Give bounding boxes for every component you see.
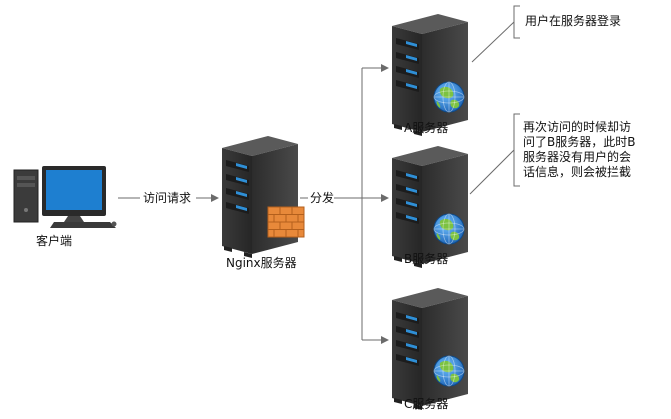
web-server-icon — [392, 14, 468, 136]
server-a-label: A服务器 — [404, 120, 448, 135]
server-a: A服务器 — [392, 14, 468, 136]
note-intercept-line-1: 再次访问的时候却访 — [523, 119, 631, 134]
client-computer: 客户端 — [13, 166, 117, 248]
server-c: C服务器 — [392, 288, 468, 411]
edge-distribute: 分发 — [300, 64, 389, 344]
server-firewall-icon — [222, 136, 305, 258]
firewall-icon — [267, 206, 305, 238]
edge-request: 访问请求 — [118, 191, 219, 205]
note-intercept-line-3: 服务器没有用户的会 — [523, 149, 631, 164]
server-c-label: C服务器 — [404, 396, 448, 411]
web-server-icon — [392, 146, 468, 268]
edge-request-label: 访问请求 — [143, 191, 191, 205]
server-b: B服务器 — [392, 146, 468, 268]
nginx-server: Nginx服务器 — [222, 136, 305, 270]
web-server-icon — [392, 288, 468, 410]
client-label: 客户端 — [36, 233, 72, 248]
note-intercept-line-2: 问了B服务器，此时B — [523, 134, 635, 149]
note-login-bracket — [513, 5, 520, 39]
nginx-label: Nginx服务器 — [226, 255, 297, 270]
note-intercept-bracket — [513, 113, 520, 187]
note-intercept: 再次访问的时候却访 问了B服务器，此时B 服务器没有用户的会 话信息，则会被拦截 — [469, 113, 635, 195]
note-login-line-1: 用户在服务器登录 — [525, 13, 621, 28]
note-intercept-connector — [469, 149, 515, 195]
desktop-computer-icon — [13, 166, 117, 228]
edge-distribute-label: 分发 — [310, 190, 334, 205]
note-login-connector — [471, 21, 515, 63]
note-intercept-line-4: 话信息，则会被拦截 — [523, 164, 631, 179]
server-b-label: B服务器 — [404, 251, 448, 266]
note-login: 用户在服务器登录 — [471, 5, 621, 63]
